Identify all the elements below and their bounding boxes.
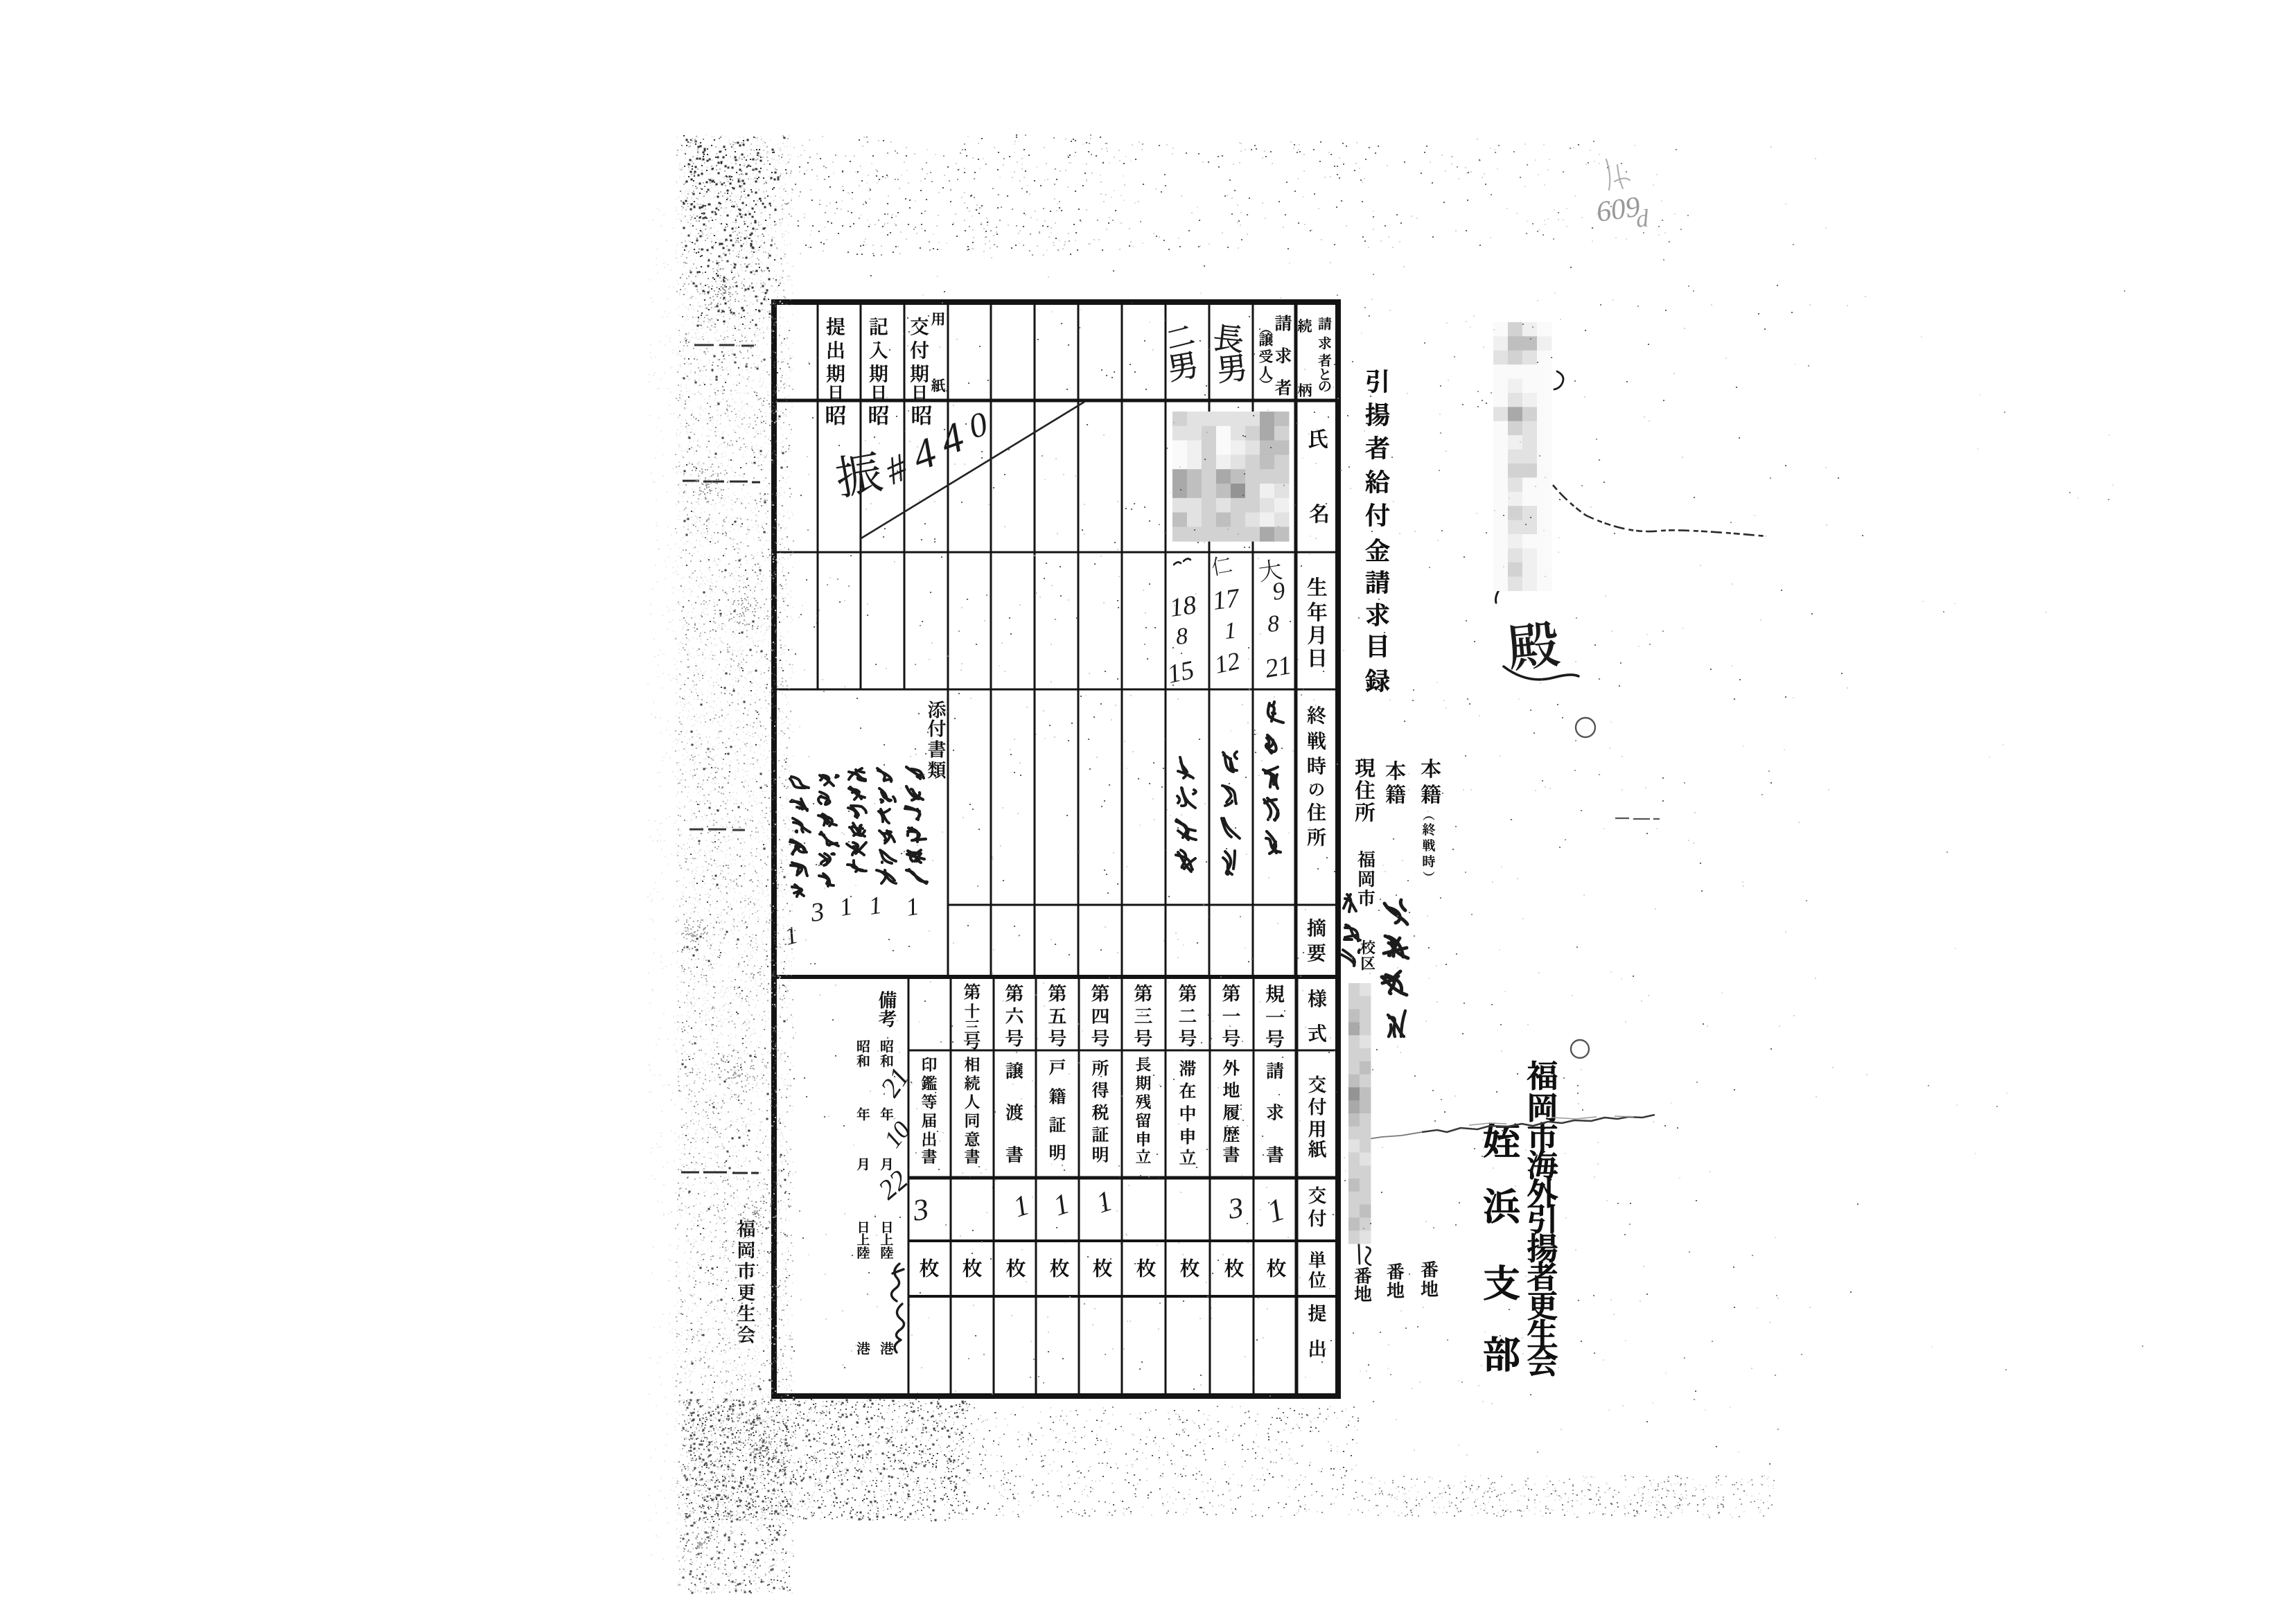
svg-text:1: 1 [868,891,883,920]
svg-text:1: 1 [904,892,921,921]
svg-text:#: # [879,445,915,493]
svg-text:4: 4 [906,429,942,481]
svg-text:3: 3 [911,1192,931,1228]
svg-text:12: 12 [1212,646,1242,679]
svg-text:3: 3 [1226,1192,1245,1226]
svg-text:4: 4 [934,414,970,466]
svg-text:1: 1 [1263,1191,1289,1230]
svg-text:1: 1 [1223,618,1237,644]
svg-text:8: 8 [1266,611,1280,637]
svg-text:22: 22 [872,1164,914,1206]
svg-text:17: 17 [1211,583,1242,616]
svg-text:1: 1 [782,921,800,951]
svg-text:1: 1 [1093,1185,1116,1219]
svg-text:609: 609 [1594,191,1642,229]
svg-text:0: 0 [965,404,992,446]
svg-text:d: d [1635,204,1650,233]
svg-text:18: 18 [1168,590,1197,623]
svg-text:3: 3 [808,897,826,928]
svg-text:1: 1 [1010,1189,1033,1224]
svg-text:10: 10 [879,1116,916,1153]
svg-text:1: 1 [837,892,854,921]
svg-text:21: 21 [1263,651,1294,684]
svg-text:9: 9 [1271,576,1287,606]
svg-text:8: 8 [1175,624,1188,650]
svg-text:15: 15 [1165,655,1197,689]
svg-text:1: 1 [1050,1188,1073,1222]
